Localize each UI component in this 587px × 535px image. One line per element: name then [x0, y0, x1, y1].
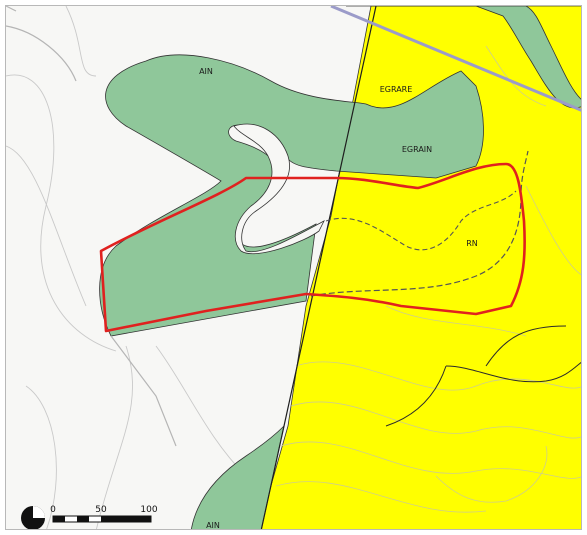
zone-label-ain-north: AIN — [199, 67, 213, 76]
north-arrow-icon — [21, 506, 45, 529]
dashed-track — [310, 150, 529, 297]
project-boundary — [99, 162, 526, 333]
green-zone-ain-south — [191, 424, 285, 529]
highway-line — [330, 6, 581, 112]
contour-lines-west — [6, 6, 247, 529]
zone-label-rn: RN — [466, 239, 478, 248]
zoning-map[interactable]: AIN EGRARE EGRAIN RN AIN 0 50 100 — [6, 6, 582, 530]
dashed-track-upper — [325, 190, 517, 251]
zone-label-egrare: EGRARE — [380, 85, 413, 94]
green-zone-ain-north — [99, 54, 484, 337]
green-zone-hole — [233, 123, 325, 255]
contour-lines-east — [275, 45, 581, 513]
scale-tick-100: 100 — [140, 505, 157, 515]
zone-label-ain-south: AIN — [206, 521, 220, 530]
grey-roads — [6, 6, 177, 447]
map-frame[interactable]: AIN EGRARE EGRAIN RN AIN 0 50 100 — [5, 5, 582, 530]
road-lines — [385, 325, 581, 427]
scale-tick-50: 50 — [95, 505, 107, 515]
municipal-boundary-line — [260, 6, 377, 529]
green-zone-egrare — [346, 6, 581, 109]
scale-bar: 0 50 100 — [50, 505, 158, 523]
scale-tick-0: 0 — [50, 505, 56, 515]
zone-label-egrain: EGRAIN — [402, 145, 432, 154]
